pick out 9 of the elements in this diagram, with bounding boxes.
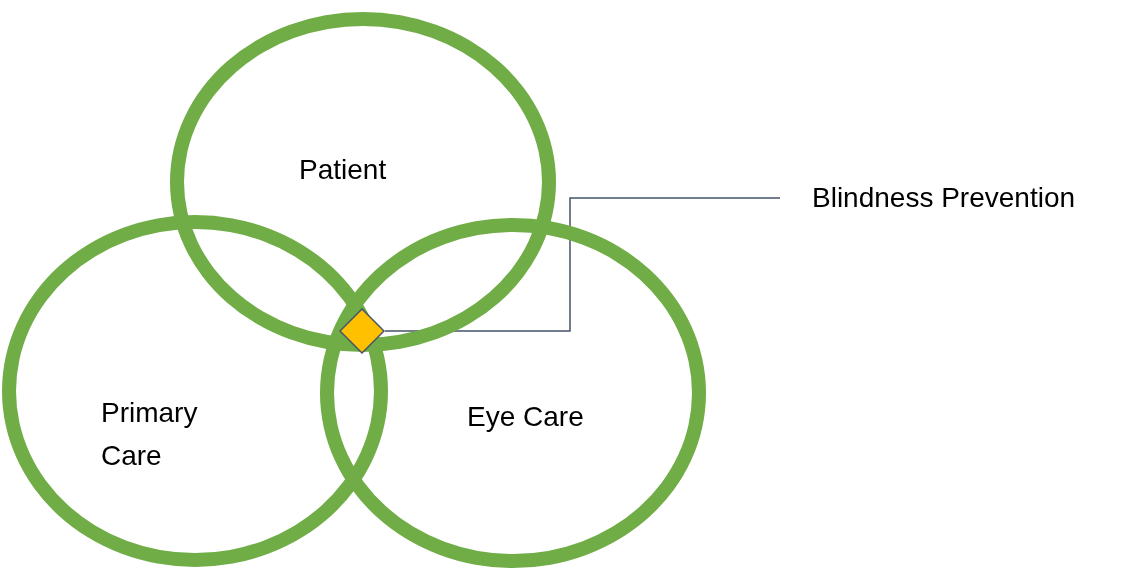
diamond-marker [339,308,385,354]
venn-circle [320,218,706,568]
circle-label: Eye Care [467,400,585,434]
venn-circle [170,12,556,352]
venn-circle [2,215,388,567]
circle-label: Primary Care [101,396,199,473]
callout-label: Blindness Prevention [812,181,1076,215]
leader-line [384,197,781,332]
circle-label: Patient [299,153,388,187]
